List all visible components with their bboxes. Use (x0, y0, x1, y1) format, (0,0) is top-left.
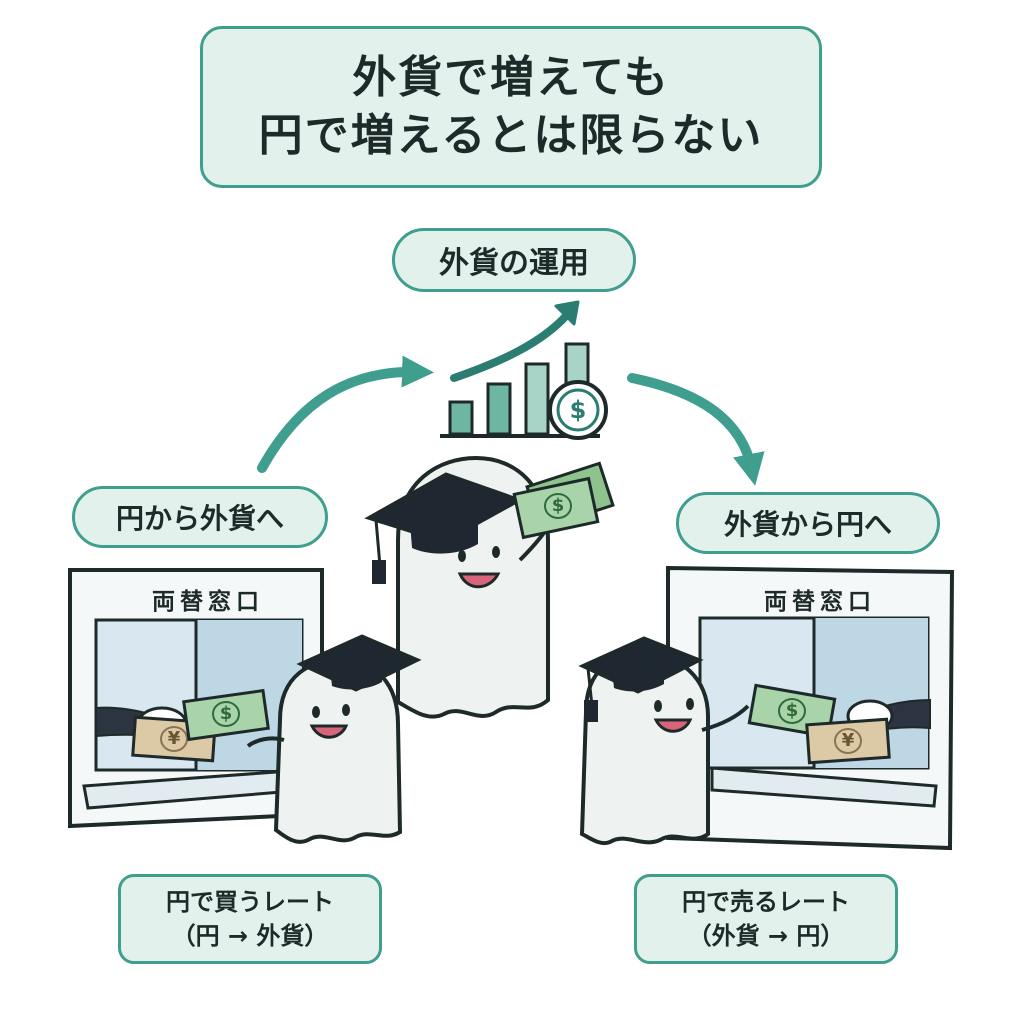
graduation-cap-icon (296, 634, 422, 692)
dollar-bill-symbol: $ (785, 700, 799, 721)
dollar-bill-left (182, 688, 270, 742)
ghost-character-right (578, 636, 750, 845)
sell-rate-box: 円で売るレート （外貨 → 円） (634, 874, 898, 964)
left-exchange-counter (68, 568, 324, 829)
sell-rate-title: 円で売るレート (682, 888, 850, 916)
title-line-1: 外貨で増えても (352, 52, 670, 103)
dollar-bill-symbol: $ (219, 703, 233, 724)
exchange-counter-sign-right: 両替窓口 (764, 589, 876, 615)
dollar-bill-symbol: $ (551, 495, 565, 516)
yen-bill-symbol: ¥ (841, 730, 855, 751)
dollar-bills-raised (512, 461, 615, 540)
flow-arrow-up (257, 355, 434, 473)
yen-bill-right (805, 717, 891, 765)
investment-label: 外貨の運用 (392, 228, 636, 292)
buy-rate-direction: （円 → 外貨） (171, 922, 329, 950)
graduation-cap-icon (578, 636, 704, 722)
right-exchange-counter (666, 565, 955, 851)
foreign-to-yen-label: 外貨から円へ (676, 492, 940, 554)
title-line-2: 円で増えるとは限らない (258, 110, 764, 161)
ghost-character-center (364, 455, 615, 719)
buy-rate-title: 円で買うレート (166, 888, 334, 916)
yen-bill-symbol: ¥ (167, 728, 181, 749)
graduation-cap-icon (364, 472, 524, 584)
ghost-character-left (246, 634, 422, 844)
dollar-coin-symbol: $ (569, 396, 587, 424)
buy-rate-box: 円で買うレート （円 → 外貨） (118, 874, 382, 964)
yen-to-foreign-label: 円から外貨へ (72, 486, 328, 548)
title-box: 外貨で増えても 円で増えるとは限らない (200, 26, 822, 188)
exchange-counter-sign-left: 両替窓口 (152, 589, 264, 615)
dollar-coin-icon (548, 380, 608, 440)
flow-arrow-down (627, 373, 765, 486)
sell-rate-direction: （外貨 → 円） (687, 922, 845, 950)
